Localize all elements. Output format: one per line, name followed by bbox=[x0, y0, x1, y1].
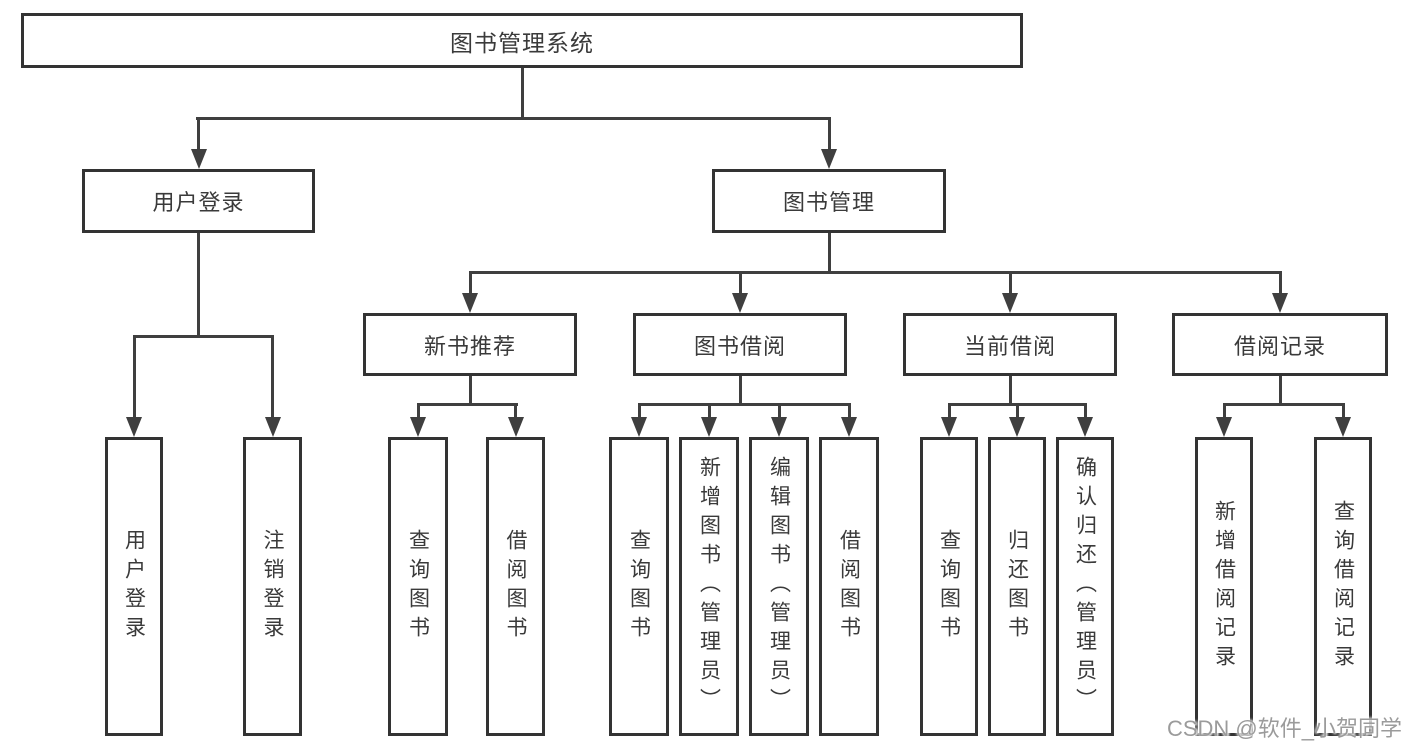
leaf-return-books: 归还图书 bbox=[988, 437, 1046, 736]
leaf-return-books-label: 归还图书 bbox=[1005, 528, 1029, 645]
connector-current-borrow-stem bbox=[1008, 376, 1012, 404]
connector-arrow-leaf-logout bbox=[264, 336, 281, 437]
node-new-book-recommend-label: 新书推荐 bbox=[423, 333, 516, 359]
node-root-system: 图书管理系统 bbox=[21, 13, 1023, 68]
node-borrowing-records-label: 借阅记录 bbox=[1233, 333, 1326, 359]
connector-records-stem bbox=[1278, 376, 1282, 404]
leaf-query-books-3: 查询图书 bbox=[920, 437, 978, 736]
leaf-add-books-admin: 新增图书（管理员） bbox=[679, 437, 739, 736]
connector-user-login-bar bbox=[132, 335, 274, 338]
leaf-user-login: 用户登录 bbox=[105, 437, 163, 736]
leaf-edit-books-admin: 编辑图书（管理员） bbox=[749, 437, 809, 736]
connector-arrow-borrow-books-1 bbox=[507, 404, 524, 437]
connector-arrow-book-borrowing bbox=[732, 272, 748, 313]
leaf-query-books-3-label: 查询图书 bbox=[937, 528, 961, 645]
leaf-logout: 注销登录 bbox=[243, 437, 302, 736]
connector-book-management-bar bbox=[468, 271, 1282, 274]
node-book-management-label: 图书管理 bbox=[782, 190, 875, 215]
leaf-add-borrow-record: 新增借阅记录 bbox=[1195, 437, 1253, 736]
connector-arrow-book-management bbox=[821, 118, 837, 169]
leaf-query-books-2-label: 查询图书 bbox=[627, 528, 651, 645]
connector-root-bar bbox=[195, 117, 831, 120]
connector-arrow-edit-books-admin bbox=[771, 404, 787, 437]
connector-arrow-add-books-admin bbox=[701, 404, 717, 437]
connector-arrow-query-books-1 bbox=[410, 404, 426, 437]
connector-user-login-stem bbox=[197, 233, 200, 336]
leaf-query-books-1-label: 查询图书 bbox=[406, 528, 430, 645]
watermark: CSDN @软件_小贺同学 bbox=[1166, 716, 1402, 741]
connector-arrow-query-books-2 bbox=[631, 404, 647, 437]
node-book-management: 图书管理 bbox=[712, 169, 946, 233]
connector-arrow-user-login bbox=[190, 118, 207, 169]
leaf-add-books-admin-label: 新增图书（管理员） bbox=[697, 456, 721, 717]
connector-new-book-bar bbox=[416, 403, 518, 406]
leaf-borrow-books-1-label: 借阅图书 bbox=[504, 528, 527, 645]
connector-arrow-borrow-books-2 bbox=[841, 404, 857, 437]
connector-arrow-confirm-return-admin bbox=[1077, 404, 1093, 437]
leaf-edit-books-admin-label: 编辑图书（管理员） bbox=[767, 456, 791, 717]
connector-arrow-new-book-recommend bbox=[462, 272, 478, 313]
leaf-confirm-return-admin: 确认归还（管理员） bbox=[1056, 437, 1114, 736]
node-current-borrowing: 当前借阅 bbox=[903, 313, 1117, 376]
connector-arrow-borrowing-records bbox=[1272, 272, 1288, 313]
leaf-add-borrow-record-label: 新增借阅记录 bbox=[1212, 499, 1236, 674]
leaf-confirm-return-admin-label: 确认归还（管理员） bbox=[1073, 456, 1097, 717]
connector-root-stem bbox=[520, 68, 524, 118]
leaf-borrow-books-1: 借阅图书 bbox=[486, 437, 545, 736]
connector-book-borrow-bar bbox=[637, 403, 851, 406]
leaf-borrow-books-2: 借阅图书 bbox=[819, 437, 879, 736]
connector-new-book-stem bbox=[468, 376, 472, 404]
connector-arrow-leaf-user-login bbox=[126, 336, 142, 437]
node-book-borrowing-label: 图书借阅 bbox=[693, 333, 786, 359]
node-book-borrowing: 图书借阅 bbox=[633, 313, 847, 376]
connector-book-borrow-stem bbox=[738, 376, 742, 404]
connector-arrow-query-borrow-record bbox=[1335, 404, 1351, 437]
connector-book-management-stem bbox=[827, 233, 831, 272]
node-root-label: 图书管理系统 bbox=[450, 29, 594, 56]
connector-arrow-current-borrowing bbox=[1002, 272, 1018, 313]
node-current-borrowing-label: 当前借阅 bbox=[963, 333, 1056, 359]
node-new-book-recommend: 新书推荐 bbox=[363, 313, 577, 376]
leaf-query-borrow-record: 查询借阅记录 bbox=[1314, 437, 1372, 736]
leaf-query-books-1: 查询图书 bbox=[388, 437, 448, 736]
leaf-borrow-books-2-label: 借阅图书 bbox=[837, 528, 861, 645]
node-borrowing-records: 借阅记录 bbox=[1172, 313, 1388, 376]
leaf-query-books-2: 查询图书 bbox=[609, 437, 669, 736]
node-user-login: 用户登录 bbox=[82, 169, 315, 233]
connector-arrow-add-borrow-record bbox=[1216, 404, 1232, 437]
connector-arrow-query-books-3 bbox=[941, 404, 957, 437]
leaf-user-login-label: 用户登录 bbox=[122, 528, 146, 645]
connector-arrow-return-books bbox=[1009, 404, 1025, 437]
leaf-query-borrow-record-label: 查询借阅记录 bbox=[1331, 499, 1355, 674]
leaf-logout-label: 注销登录 bbox=[261, 528, 284, 645]
node-user-login-label: 用户登录 bbox=[152, 190, 245, 215]
connector-records-bar bbox=[1222, 403, 1345, 406]
